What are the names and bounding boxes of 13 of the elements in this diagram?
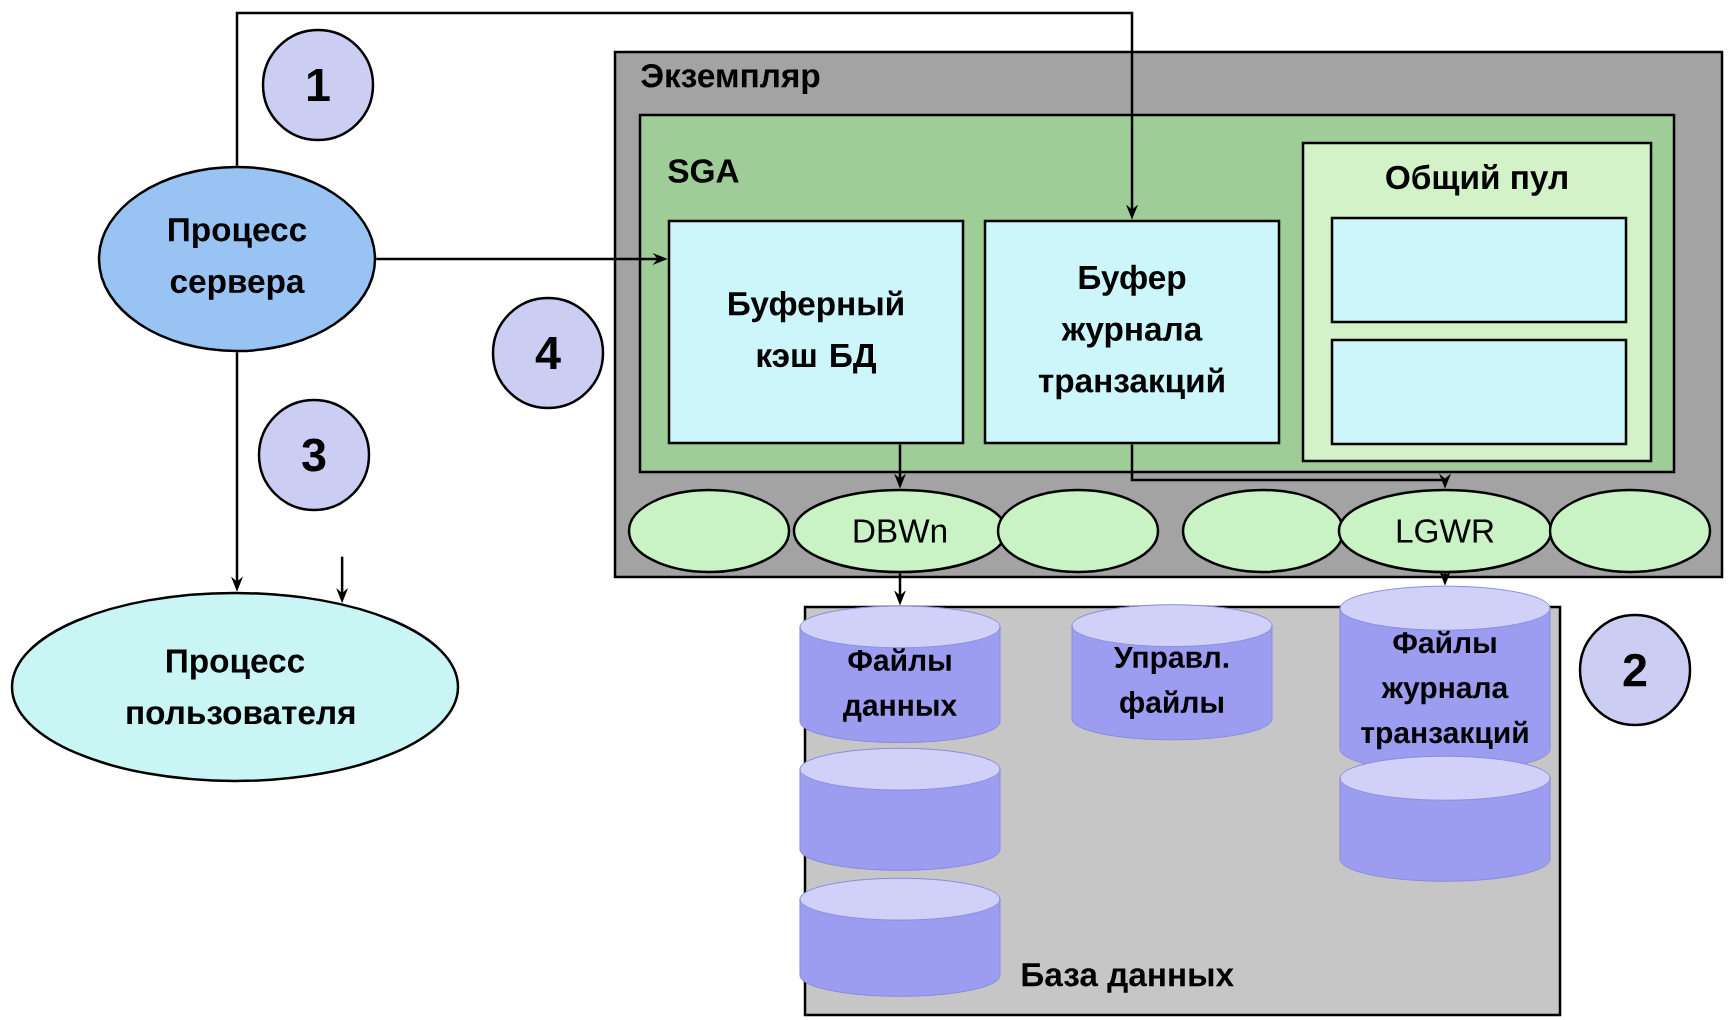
empty-box bbox=[1330, 338, 1628, 446]
file-cylinder bbox=[799, 877, 1001, 997]
process-ellipse bbox=[1548, 488, 1712, 574]
file-cylinder: Файлы журнала транзакций bbox=[1339, 585, 1551, 772]
file-cylinder bbox=[1339, 755, 1551, 882]
empty-box bbox=[1330, 216, 1628, 324]
buffer-box: Буфер журнала транзакций bbox=[983, 219, 1281, 445]
buffer-box: Буферный кэш БД bbox=[667, 219, 965, 445]
file-cylinder bbox=[799, 747, 1001, 871]
file-cylinder: Файлы данных bbox=[799, 605, 1001, 744]
process-ellipse bbox=[627, 488, 791, 574]
file-cylinder: Управл. файлы bbox=[1071, 604, 1273, 741]
process-ellipse bbox=[996, 488, 1160, 574]
